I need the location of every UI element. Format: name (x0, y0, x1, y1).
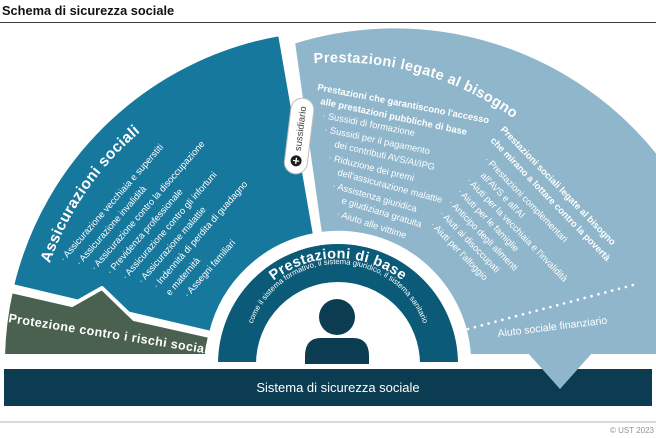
sussidiario-pill: sussidiario (283, 97, 315, 175)
plus-icon-glyph (292, 157, 300, 165)
base-benefits-arc (213, 240, 463, 366)
pill-background (283, 97, 315, 175)
need-based-wedge (291, 24, 656, 358)
pill-label: sussidiario (293, 106, 309, 152)
person-icon (305, 299, 369, 364)
left-wedge-items: · Assicurazione vecchiaia e superstiti ·… (58, 139, 249, 299)
page-title: Schema di sicurezza sociale (2, 3, 174, 18)
system-bar-label: Sistema di sicurezza sociale (256, 380, 419, 395)
system-bar (4, 369, 652, 406)
social-insurance-wedge (10, 32, 317, 335)
copyright: © UST 2023 (610, 426, 655, 435)
down-arrow (527, 352, 593, 389)
dotted-divider (466, 282, 639, 331)
protection-wedge (1, 286, 212, 358)
